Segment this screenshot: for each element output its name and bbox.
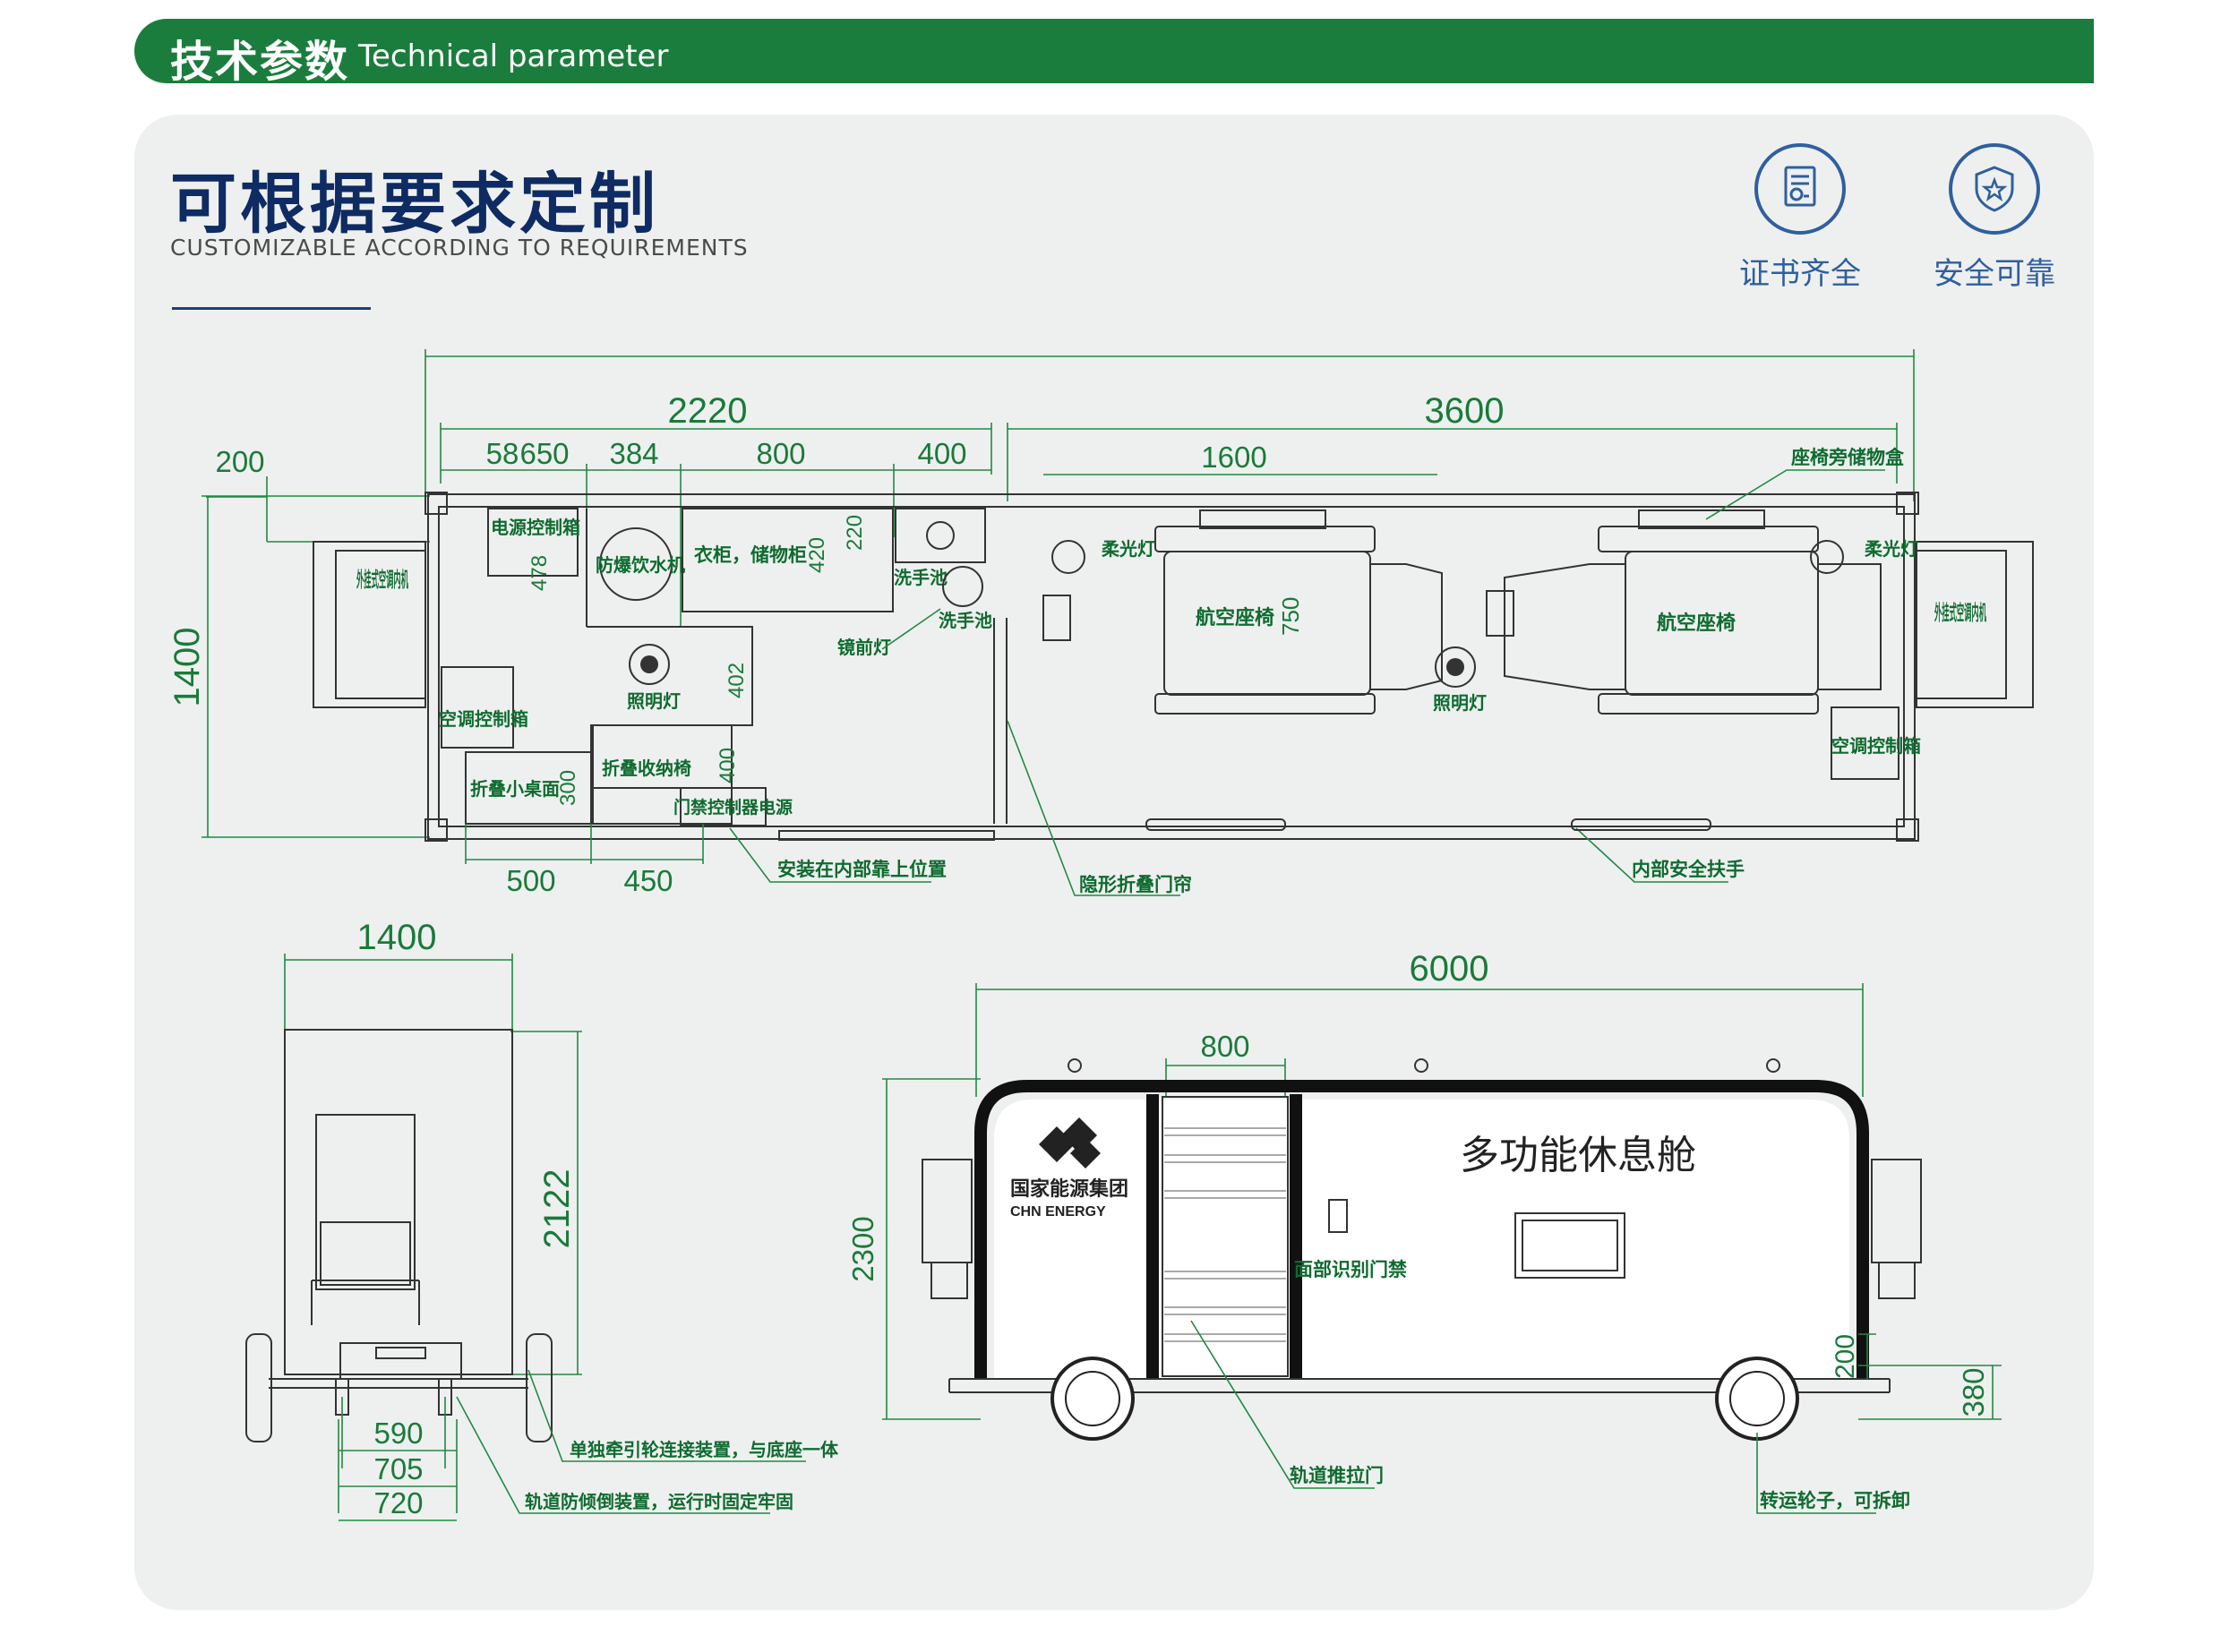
dim-720: 720 [373, 1486, 423, 1519]
label-curtain: 隐形折叠门帘 [1079, 873, 1192, 895]
label-seat-1: 航空座椅 [1196, 606, 1274, 629]
dim-2122: 2122 [537, 1169, 577, 1249]
label-tow-device: 单独牵引轮连接装置，与底座一体 [570, 1439, 839, 1460]
label-transport-wheel: 转运轮子，可拆卸 [1760, 1489, 1910, 1511]
brand-name-zh: 国家能源集团 [1010, 1177, 1128, 1201]
badge-certificates: 证书齐全 [1706, 143, 1894, 293]
label-basin-2: 洗手池 [939, 610, 992, 631]
dim-1400-plan: 1400 [167, 628, 207, 707]
dim-590: 590 [373, 1417, 423, 1450]
headline-underline [172, 307, 371, 310]
label-storage-box: 座椅旁储物盒 [1791, 446, 1905, 468]
front-elevation: 6000 800 2300 面部识别门禁 国家能源集团 CHN ENERGY 多… [846, 949, 2002, 1514]
label-soft-light-1: 柔光灯 [1102, 538, 1155, 560]
dim-380: 380 [1957, 1367, 1990, 1417]
label-water-dispenser: 防爆饮水机 [596, 554, 685, 576]
label-fold-table: 折叠小桌面 [470, 778, 560, 800]
dim-220: 220 [843, 515, 867, 551]
dim-300: 300 [556, 770, 580, 806]
label-door-power: 门禁控制器电源 [673, 797, 793, 817]
shield-star-icon [1949, 143, 2040, 235]
dim-800-front: 800 [1200, 1030, 1249, 1063]
dim-1600: 1600 [1201, 441, 1266, 474]
label-ac-left: 外挂式空调内机 [356, 568, 408, 592]
label-mount-note: 安装在内部靠上位置 [777, 858, 947, 880]
section-title-zh: 技术参数 [170, 37, 350, 87]
section-title-en: Technical parameter [358, 39, 669, 74]
headline: 可根据要求定制 [170, 166, 659, 243]
label-ac-box-1: 空调控制箱 [439, 708, 528, 730]
dim-750: 750 [1277, 597, 1304, 636]
dim-800: 800 [756, 437, 805, 470]
label-ac-right: 外挂式空调内机 [1934, 601, 1986, 625]
dim-402: 402 [725, 663, 749, 698]
dim-420: 420 [805, 537, 829, 573]
dim-200: 200 [215, 445, 264, 478]
dim-3600: 3600 [1425, 391, 1505, 431]
label-power-box: 电源控制箱 [491, 517, 580, 538]
label-soft-light-2: 柔光灯 [1865, 538, 1918, 560]
label-anti-tilt: 轨道防倾倒装置，运行时固定牢固 [525, 1491, 793, 1512]
label-mirror-light: 镜前灯 [837, 637, 891, 658]
dim-650: 650 [519, 437, 569, 470]
label-wardrobe: 衣柜，储物柜 [694, 544, 807, 566]
section-banner: 技术参数 Technical parameter [134, 19, 2094, 87]
badge-safety: 安全可靠 [1900, 143, 2088, 293]
dim-450: 450 [623, 864, 673, 897]
dim-6000: 6000 [1410, 949, 1489, 989]
certificate-icon [1754, 143, 1846, 235]
subheadline: CUSTOMIZABLE ACCORDING TO REQUIREMENTS [170, 235, 749, 261]
dim-2220: 2220 [668, 391, 748, 431]
dim-478: 478 [527, 555, 552, 591]
dim-2300: 2300 [846, 1216, 879, 1281]
side-elevation: 1400 2122 590 705 720 单独牵引轮连接装置，与底座一体 轨道… [245, 918, 839, 1521]
cabin-name: 多功能休息舱 [1460, 1133, 1696, 1178]
dim-705: 705 [373, 1452, 423, 1485]
label-basin: 洗手池 [894, 567, 948, 588]
label-handrail: 内部安全扶手 [1632, 858, 1745, 880]
dim-400b: 400 [716, 748, 740, 783]
dim-400: 400 [917, 437, 966, 470]
dim-200-front: 200 [1831, 1334, 1860, 1379]
dim-58: 58 [486, 437, 519, 470]
label-ac-box-2: 空调控制箱 [1831, 735, 1921, 757]
label-light-1: 照明灯 [627, 690, 681, 712]
brand-logo [1039, 1117, 1101, 1168]
dim-1400-side: 1400 [357, 918, 437, 957]
brand-name-en: CHN ENERGY [1010, 1204, 1106, 1220]
label-sliding-door: 轨道推拉门 [1290, 1464, 1384, 1486]
label-fold-chair: 折叠收纳椅 [602, 758, 691, 779]
label-seat-2: 航空座椅 [1657, 612, 1736, 635]
label-face-id: 面部识别门禁 [1294, 1258, 1407, 1280]
floor-plan: 2220 3600 200 58 650 384 800 400 1600 14… [167, 349, 2034, 897]
dim-500: 500 [506, 864, 555, 897]
badge-label-certificates: 证书齐全 [1739, 256, 1861, 292]
dim-384: 384 [609, 437, 658, 470]
badge-label-safety: 安全可靠 [1934, 256, 2055, 292]
label-light-2: 照明灯 [1433, 692, 1487, 714]
